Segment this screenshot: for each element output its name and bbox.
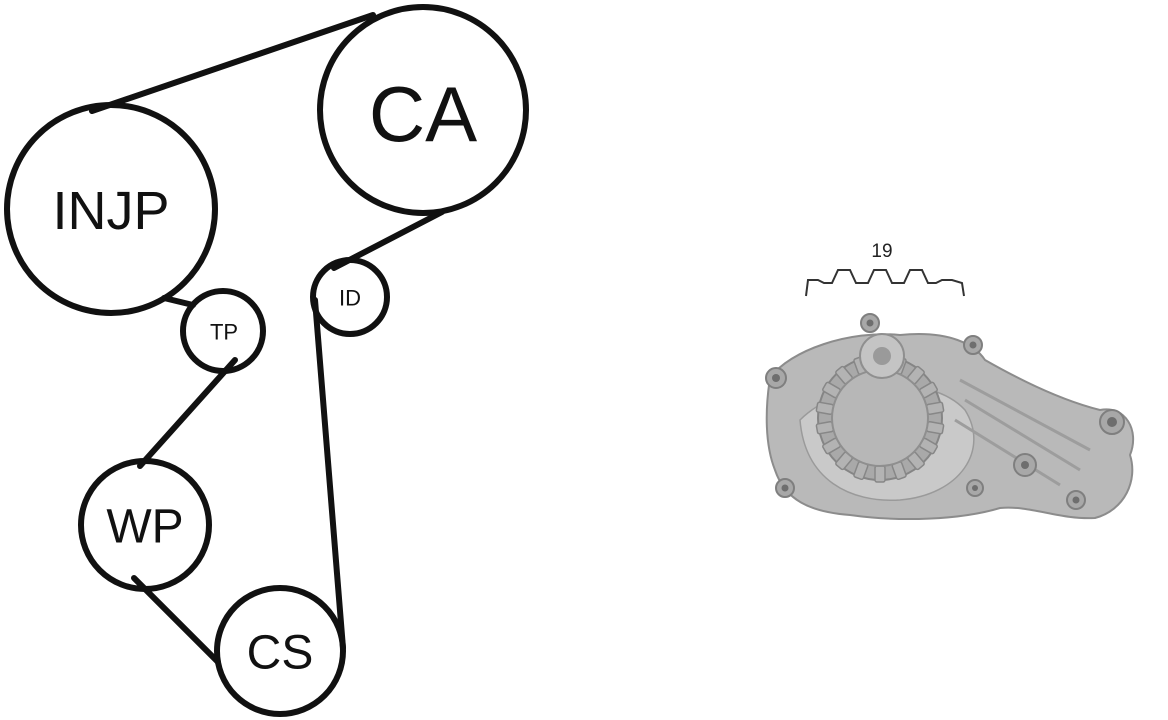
timing-belt: [89, 12, 445, 665]
pulley-label-id: ID: [339, 286, 361, 311]
belt-teeth-count: 19: [871, 241, 892, 262]
sprocket-tooth: [874, 465, 886, 483]
sprocket-tooth: [925, 401, 945, 416]
pulley-id: ID: [310, 257, 390, 337]
pump-sprocket: [815, 333, 945, 483]
pulley-label-injp: INJP: [52, 181, 169, 241]
pulley-injp: INJP: [4, 102, 218, 316]
pulley-tp: TP: [180, 288, 266, 374]
pulley-label-wp: WP: [106, 501, 183, 554]
pulley-label-cs: CS: [247, 627, 314, 680]
belt-tooth-profile: 19: [805, 241, 965, 297]
water-pump-image: [765, 313, 1135, 521]
belt-cs-wp: [131, 575, 221, 665]
sprocket-tooth: [815, 401, 835, 416]
belt-id-cs: [312, 297, 346, 651]
pulley-ca: CA: [317, 4, 529, 216]
sprocket-tooth: [925, 420, 945, 435]
belt-wp-tp: [137, 357, 238, 469]
pulley-wp: WP: [78, 458, 212, 592]
belt-tp-injp: [161, 295, 196, 308]
pulley-cs: CS: [214, 585, 346, 717]
pulley-label-ca: CA: [369, 70, 477, 158]
sprocket-tooth: [815, 420, 835, 435]
pulley-label-tp: TP: [210, 320, 238, 345]
belt-injp-ca: [89, 12, 376, 114]
